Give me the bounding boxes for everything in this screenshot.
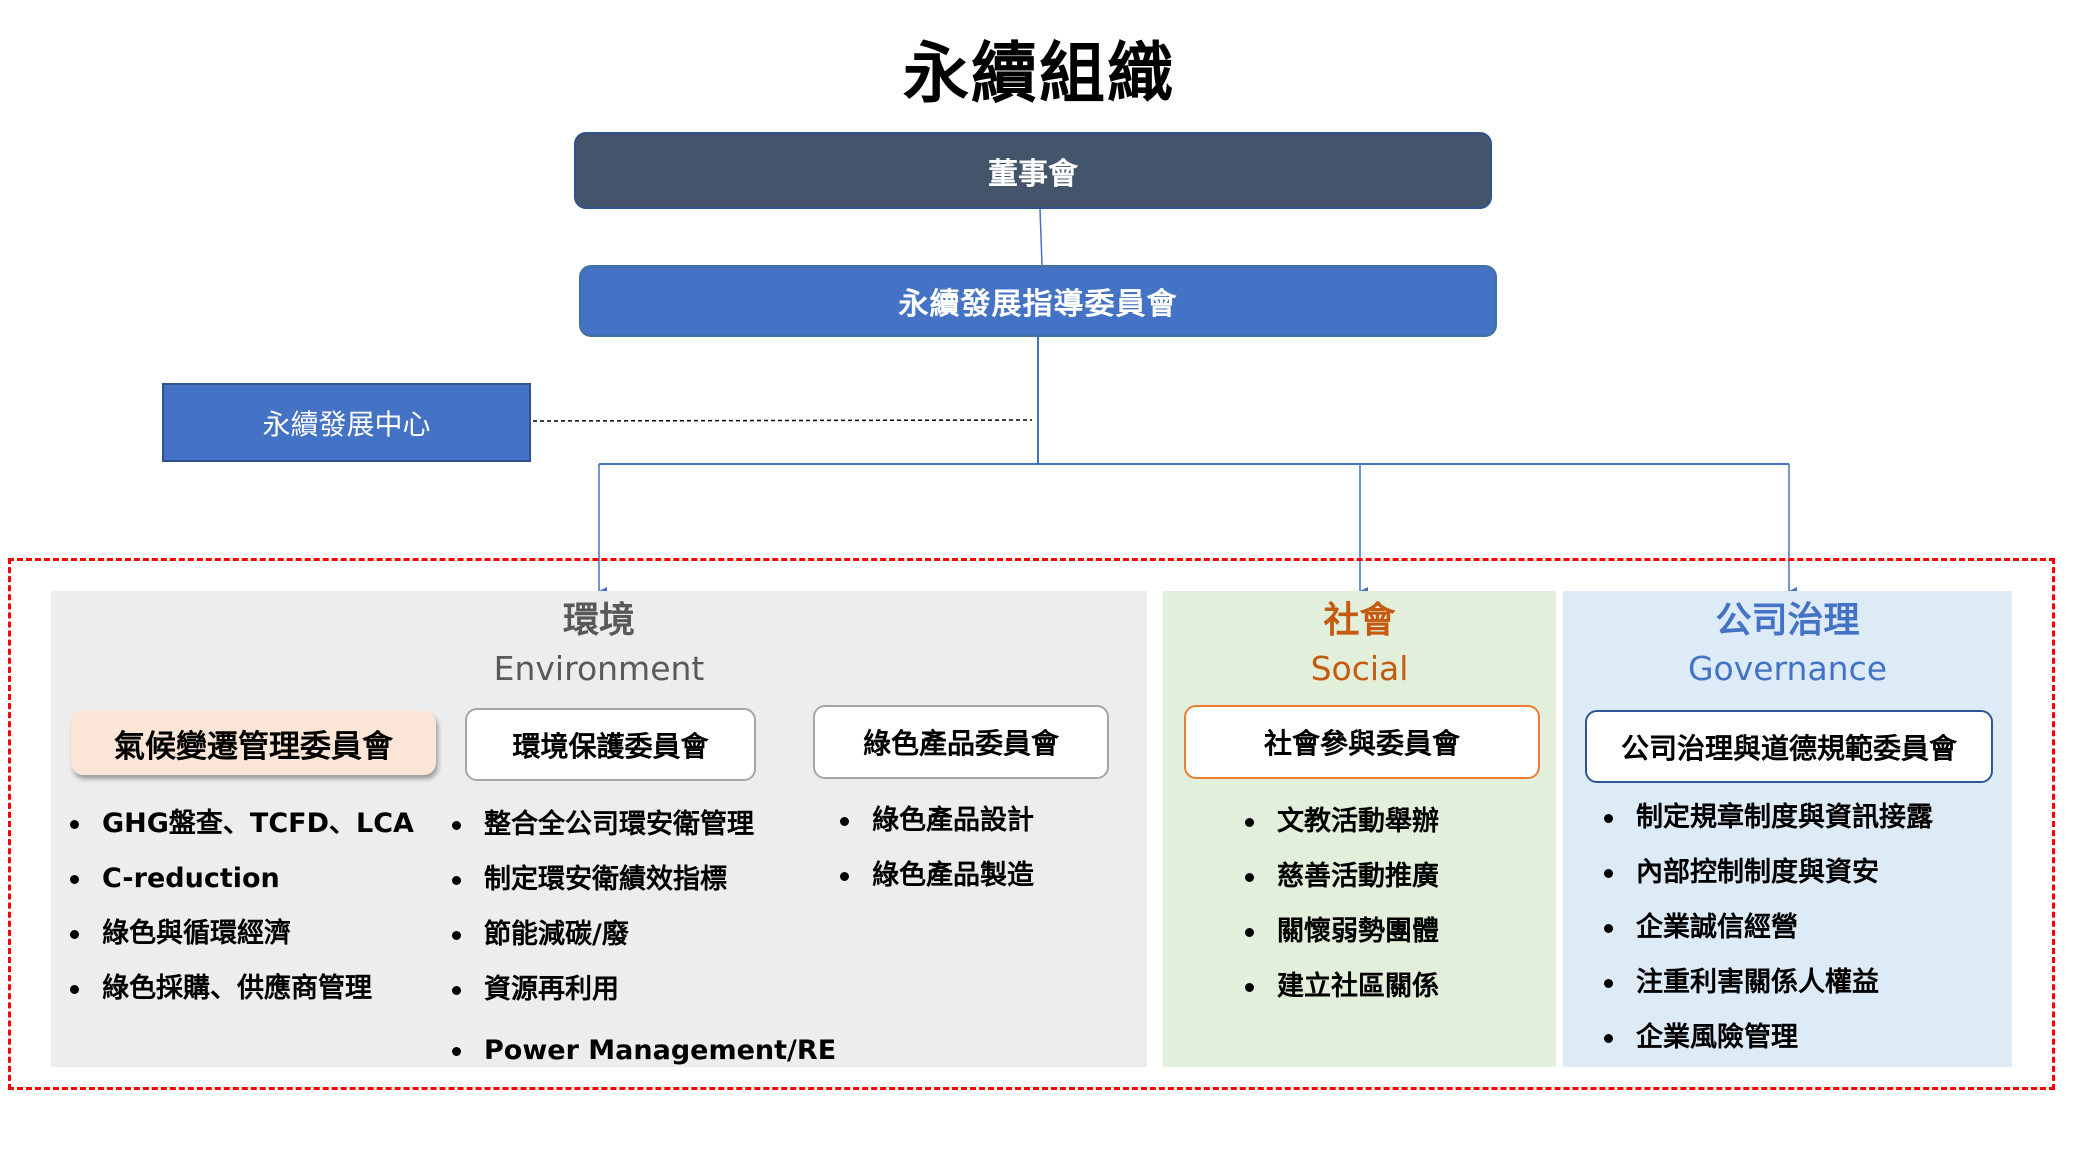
committee-label: 綠色產品委員會 — [862, 727, 1059, 760]
green-product-duties: 綠色產品設計 綠色產品製造 — [840, 793, 1034, 903]
list-item: C-reduction — [70, 851, 414, 906]
list-item: 企業誠信經營 — [1604, 900, 1933, 955]
green-product-committee[interactable]: 綠色產品委員會 — [813, 705, 1109, 779]
list-item: 慈善活動推廣 — [1245, 849, 1439, 904]
sustainability-center-node[interactable]: 永續發展中心 — [162, 383, 531, 462]
social-engagement-duties: 文教活動舉辦 慈善活動推廣 關懷弱勢團體 建立社區關係 — [1245, 794, 1439, 1014]
list-item: Power Management/RE — [452, 1023, 836, 1078]
board-to-steering-line — [1039, 208, 1043, 266]
list-item: 制定規章制度與資訊接露 — [1604, 790, 1933, 845]
environment-title-zh: 環境 — [562, 600, 635, 641]
list-item: 關懷弱勢團體 — [1245, 904, 1439, 959]
governance-ethics-committee[interactable]: 公司治理與道德規範委員會 — [1585, 710, 1993, 783]
esg-scope-boundary — [8, 558, 2055, 1090]
environmental-protection-duties: 整合全公司環安衛管理 制定環安衛績效指標 節能減碳/廢 資源再利用 Power … — [452, 797, 836, 1078]
list-item: 企業風險管理 — [1604, 1010, 1933, 1065]
committee-label: 社會參與委員會 — [1263, 727, 1460, 760]
environment-panel: 環境 Environment — [51, 591, 1147, 1067]
committee-label: 環境保護委員會 — [512, 729, 709, 763]
environmental-protection-committee[interactable]: 環境保護委員會 — [465, 708, 756, 781]
page-title: 永續組織 — [903, 35, 1175, 112]
list-item: GHG盤查、TCFD、LCA — [70, 796, 414, 851]
environment-title-en: Environment — [493, 649, 705, 688]
governance-title-zh: 公司治理 — [1715, 600, 1860, 641]
board-of-directors-node[interactable]: 董事會 — [574, 132, 1492, 209]
list-item: 制定環安衛績效指標 — [452, 852, 836, 907]
social-title-en: Social — [1310, 649, 1409, 688]
list-item: 內部控制制度與資安 — [1604, 845, 1933, 900]
list-item: 文教活動舉辦 — [1245, 794, 1439, 849]
list-item: 注重利害關係人權益 — [1604, 955, 1933, 1010]
committee-label: 公司治理與道德規範委員會 — [1620, 731, 1957, 765]
list-item: 綠色與循環經濟 — [70, 906, 414, 961]
list-item: 建立社區關係 — [1245, 959, 1439, 1014]
governance-panel: 公司治理 Governance — [1563, 591, 2012, 1067]
list-item: 資源再利用 — [452, 962, 836, 1017]
climate-committee-duties: GHG盤查、TCFD、LCA C-reduction 綠色與循環經濟 綠色採購、… — [70, 796, 414, 1016]
center-dotted-link — [532, 419, 1033, 422]
committee-label: 氣候變遷管理委員會 — [114, 728, 393, 765]
list-item: 綠色採購、供應商管理 — [70, 961, 414, 1016]
steering-committee-label: 永續發展指導委員會 — [898, 287, 1178, 322]
climate-change-committee[interactable]: 氣候變遷管理委員會 — [71, 711, 436, 775]
social-engagement-committee[interactable]: 社會參與委員會 — [1184, 705, 1540, 779]
list-item: 綠色產品製造 — [840, 848, 1034, 903]
list-item: 整合全公司環安衛管理 — [452, 797, 836, 852]
list-item: 節能減碳/廢 — [452, 907, 836, 962]
social-panel: 社會 Social — [1163, 591, 1556, 1067]
board-label: 董事會 — [988, 156, 1078, 192]
list-item: 綠色產品設計 — [840, 793, 1034, 848]
social-title-zh: 社會 — [1323, 600, 1396, 641]
governance-title-en: Governance — [1687, 649, 1888, 688]
sustainability-center-label: 永續發展中心 — [262, 407, 431, 441]
sustainability-steering-committee-node[interactable]: 永續發展指導委員會 — [579, 265, 1497, 337]
governance-duties: 制定規章制度與資訊接露 內部控制制度與資安 企業誠信經營 注重利害關係人權益 企… — [1604, 790, 1933, 1065]
